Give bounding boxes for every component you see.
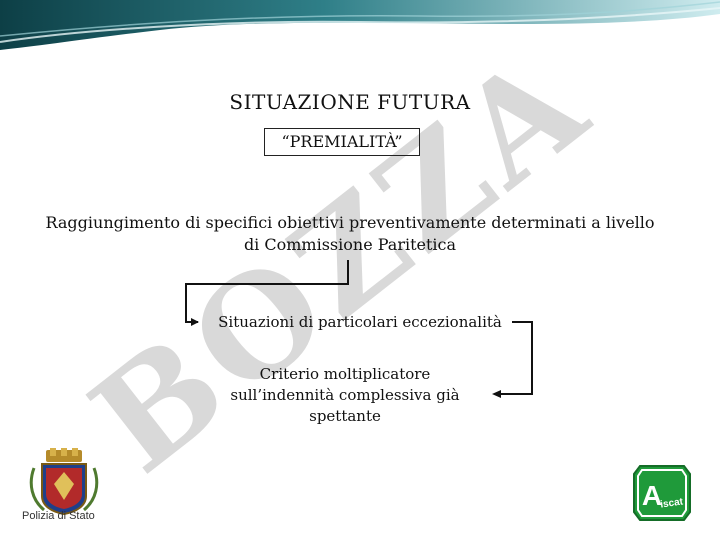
police-logo-label: Polizia di Stato (22, 510, 95, 522)
header-banner (0, 0, 720, 50)
step-2-text: Criterio moltiplicatore sull’indennità c… (230, 365, 460, 425)
main-statement: Raggiungimento di specifici obiettivi pr… (45, 213, 655, 254)
svg-text:A: A (642, 480, 662, 511)
connector-step1-to-step2 (492, 321, 533, 398)
svg-text:iscat: iscat (660, 496, 685, 510)
subtitle-box: “PREMIALITÀ” (264, 128, 420, 156)
police-emblem-icon (29, 448, 99, 516)
aiscat-logo-icon: A iscat (633, 465, 691, 521)
connector-main-to-step1 (185, 260, 349, 326)
slide-title: SITUAZIONE FUTURA (229, 90, 471, 114)
step-1-text: Situazioni di particolari eccezionalità (218, 313, 502, 331)
